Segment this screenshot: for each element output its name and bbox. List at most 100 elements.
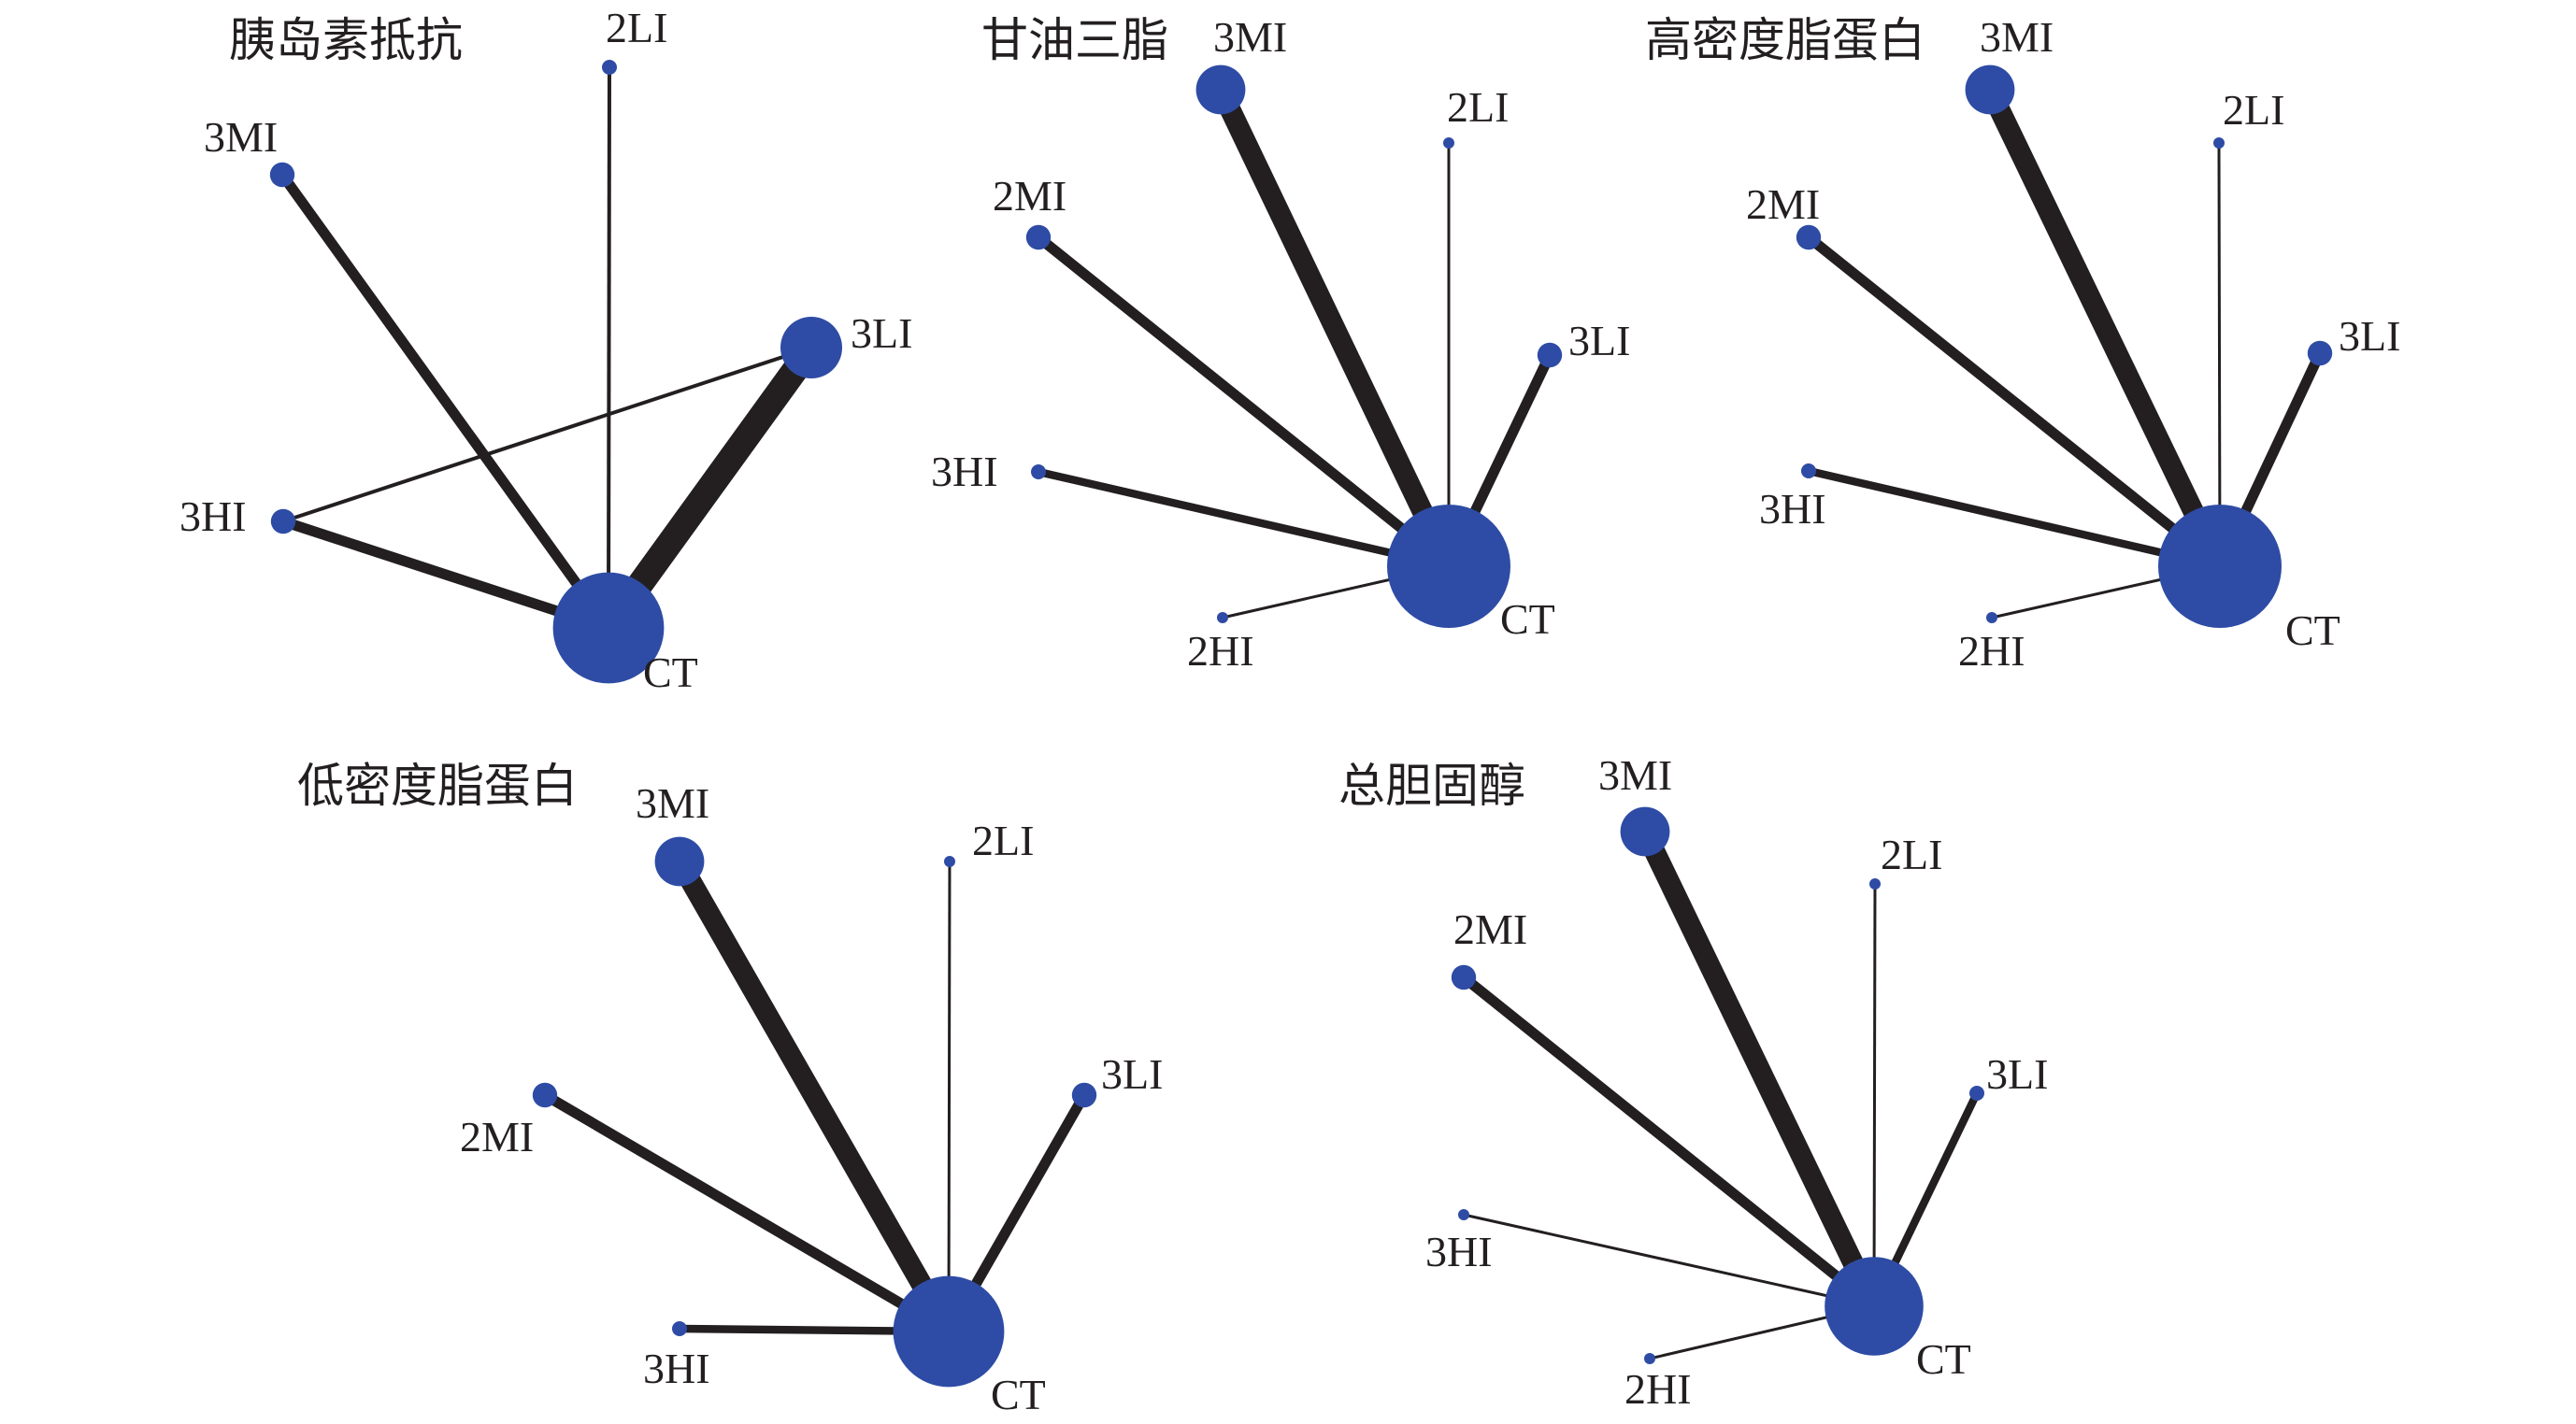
node-ct xyxy=(893,1275,1005,1388)
node-label-2mi: 2MI xyxy=(1453,905,1527,953)
node-2li xyxy=(944,856,955,867)
node-label-2li: 2LI xyxy=(972,817,1034,864)
node-2hi xyxy=(1986,612,1997,623)
node-label-ct: CT xyxy=(2285,606,2340,654)
edge-layer xyxy=(1805,85,2326,619)
node-3li xyxy=(1537,342,1563,368)
node-2mi xyxy=(1025,224,1052,250)
node-label-3li: 3LI xyxy=(851,309,912,357)
node-label-2li: 2LI xyxy=(1447,83,1509,131)
edge-ct-3mi xyxy=(670,856,958,1337)
node-label-2li: 2LI xyxy=(1881,831,1942,878)
edge-ct-2mi xyxy=(1035,233,1453,571)
node-2li xyxy=(1869,878,1881,890)
panel-insulin-resistance: 胰岛素抵抗 CT 3LI 3MI 3HI 2LI xyxy=(179,4,912,696)
node-3mi xyxy=(1620,806,1670,857)
node-label-3hi: 3HI xyxy=(179,492,247,540)
panel-hdl: 高密度脂蛋白 CT 3MI 2MI 3LI 3HI 2LI 2HI xyxy=(1645,13,2400,675)
node-label-2mi: 2MI xyxy=(460,1113,534,1161)
edge-ct-3mi xyxy=(1980,85,2230,571)
edge-ct-2mi xyxy=(1460,973,1878,1311)
node-3li xyxy=(1969,1086,1984,1101)
edge-ct-2li xyxy=(947,861,952,1332)
node-label-3mi: 3MI xyxy=(1598,751,1672,799)
node-label-2hi: 2HI xyxy=(1958,627,2025,675)
node-2hi xyxy=(1217,612,1228,623)
node-label-ct: CT xyxy=(643,648,698,696)
node-label-ct: CT xyxy=(1916,1335,1971,1383)
node-ct xyxy=(552,572,665,684)
node-3hi xyxy=(1458,1209,1469,1220)
node-3mi xyxy=(654,836,705,887)
node-3hi xyxy=(270,508,296,534)
node-3hi xyxy=(1031,464,1046,479)
node-layer: CT 3MI 2MI 3LI 3HI 2LI 2HI xyxy=(1425,751,2048,1413)
node-2mi xyxy=(1796,224,1822,250)
node-label-2mi: 2MI xyxy=(993,172,1066,220)
edge-ct-3mi xyxy=(1635,827,1884,1311)
node-ct xyxy=(1825,1257,1924,1356)
edge-3hi-3li xyxy=(282,346,812,523)
node-label-2hi: 2HI xyxy=(1187,627,1254,675)
edge-ct-2mi xyxy=(542,1090,952,1336)
panel-title: 总胆固醇 xyxy=(1338,759,1525,813)
node-3li xyxy=(2307,340,2333,366)
panel-ldl: 低密度脂蛋白 CT 3MI 3LI 2MI 3HI 2LI xyxy=(297,759,1163,1418)
edge-ct-2li xyxy=(607,66,611,629)
node-label-3hi: 3HI xyxy=(931,448,998,495)
edge-ct-2mi xyxy=(1805,233,2224,571)
edge-layer xyxy=(1035,85,1555,619)
node-label-2mi: 2MI xyxy=(1746,180,1820,228)
node-label-3li: 3LI xyxy=(1101,1050,1163,1098)
node-label-2li: 2LI xyxy=(2223,86,2284,134)
edge-ct-3hi xyxy=(1808,466,2221,571)
node-3hi xyxy=(1801,463,1816,478)
node-3li xyxy=(1071,1082,1097,1108)
node-label-3li: 3LI xyxy=(1986,1050,2048,1098)
edge-ct-3hi xyxy=(1038,467,1450,571)
node-ct xyxy=(1387,505,1510,628)
edge-layer xyxy=(542,856,1089,1337)
node-layer: CT 3LI 3MI 3HI 2LI xyxy=(179,4,912,696)
edge-ct-3hi xyxy=(1463,1213,1875,1308)
edge-ct-2li xyxy=(2217,142,2222,567)
node-label-3li: 3LI xyxy=(2339,312,2400,360)
node-label-3hi: 3HI xyxy=(1759,485,1826,533)
edge-ct-2li xyxy=(1872,883,1877,1307)
node-layer: CT 3MI 3LI 2MI 3HI 2LI xyxy=(460,779,1163,1418)
panel-title: 胰岛素抵抗 xyxy=(229,13,463,67)
node-label-3li: 3LI xyxy=(1568,317,1630,364)
node-label-3mi: 3MI xyxy=(204,113,278,161)
node-ct xyxy=(2158,505,2282,628)
edge-ct-3li xyxy=(597,339,823,636)
node-label-ct: CT xyxy=(1500,595,1555,643)
edge-ct-3mi xyxy=(278,171,613,632)
node-3hi xyxy=(672,1321,687,1336)
node-label-3hi: 3HI xyxy=(643,1345,710,1392)
node-2mi xyxy=(532,1082,558,1108)
node-label-3mi: 3MI xyxy=(1980,13,2054,61)
edge-layer xyxy=(1460,827,1981,1360)
node-2li xyxy=(1443,137,1454,149)
node-2li xyxy=(602,60,617,75)
node-3mi xyxy=(1195,64,1246,115)
panel-title: 低密度脂蛋白 xyxy=(297,759,578,813)
node-label-2hi: 2HI xyxy=(1624,1365,1692,1413)
edge-ct-3hi xyxy=(281,516,610,634)
node-layer: CT 3MI 2MI 3LI 3HI 2LI 2HI xyxy=(1746,13,2400,675)
node-2li xyxy=(2213,137,2225,149)
node-2mi xyxy=(1451,964,1477,990)
edge-ct-3mi xyxy=(1210,85,1459,571)
node-label-ct: CT xyxy=(991,1371,1046,1418)
node-3li xyxy=(780,317,842,378)
edge-layer xyxy=(278,66,823,636)
node-label-3hi: 3HI xyxy=(1425,1228,1493,1275)
node-3mi xyxy=(1965,64,2015,115)
panel-title: 高密度脂蛋白 xyxy=(1645,13,1925,67)
panel-total-cholesterol: 总胆固醇 CT 3MI 2MI 3LI 3HI 2LI 2HI xyxy=(1338,751,2048,1413)
node-label-3mi: 3MI xyxy=(636,779,709,827)
node-label-2li: 2LI xyxy=(606,4,667,51)
